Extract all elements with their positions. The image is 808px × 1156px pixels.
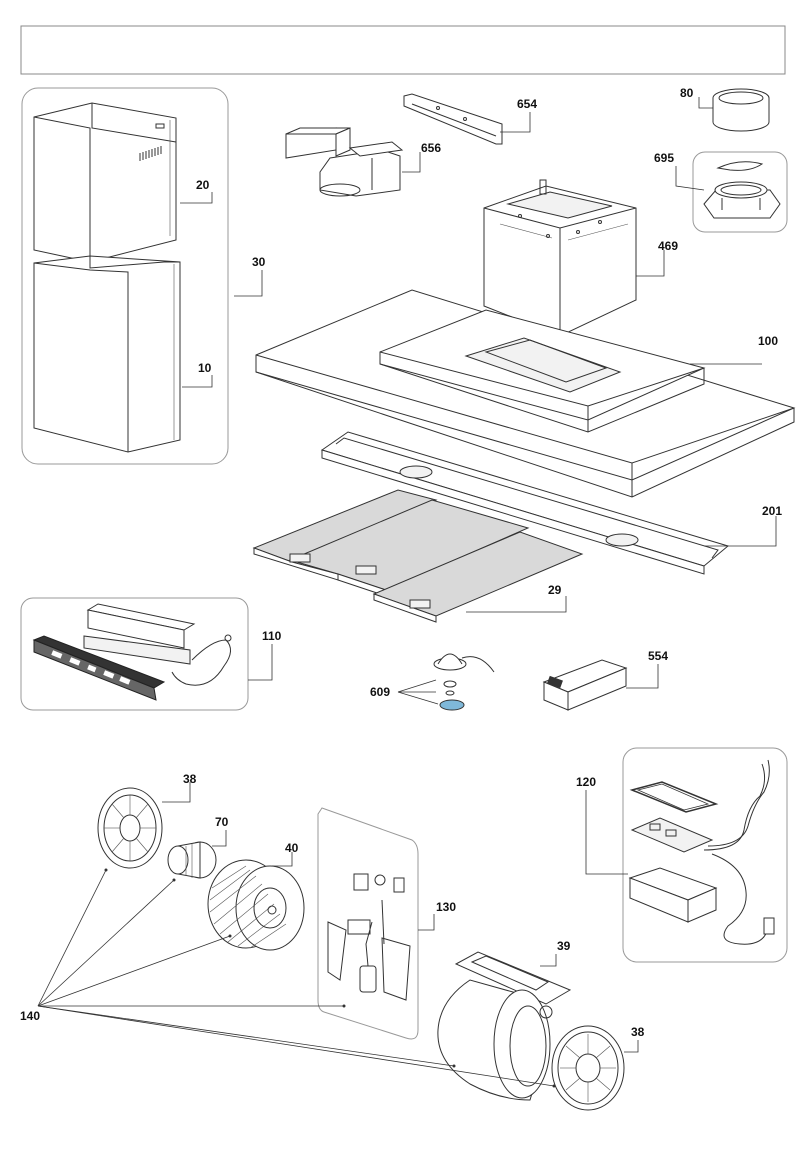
label-609: 609 [370, 685, 390, 699]
capacitor-part[interactable] [327, 873, 411, 1001]
control-panel-part[interactable] [32, 603, 232, 701]
chimney-label-plate [155, 123, 165, 129]
electronics-part[interactable] [628, 759, 775, 945]
label-469: 469 [658, 239, 678, 253]
fan-housing-part[interactable]: 39 [437, 939, 572, 1101]
bracket-part[interactable]: 654 [403, 93, 537, 145]
label-70: 70 [215, 815, 229, 829]
motor-housing-box-part[interactable]: 469 [483, 179, 678, 337]
grease-filters-part[interactable]: 29 [252, 489, 584, 623]
label-130: 130 [436, 900, 456, 914]
air-diverter-part[interactable]: 656 [285, 127, 441, 197]
label-20: 20 [196, 178, 210, 192]
label-39: 39 [557, 939, 571, 953]
rear-cover-spokes [560, 1034, 616, 1102]
label-656: 656 [421, 141, 441, 155]
label-80: 80 [680, 86, 694, 100]
label-38-top: 38 [183, 772, 197, 786]
upper-chimney-part[interactable] [33, 102, 177, 263]
motor-part[interactable]: 70 [167, 815, 229, 879]
label-695: 695 [654, 151, 674, 165]
label-40: 40 [285, 841, 299, 855]
motor-cover-rear-part[interactable]: 38 [551, 1025, 645, 1111]
label-654: 654 [517, 97, 537, 111]
adaptor-group: 695 [654, 151, 788, 233]
label-554: 554 [648, 649, 668, 663]
label-38-bottom: 38 [631, 1025, 645, 1039]
label-140: 140 [20, 1009, 40, 1023]
label-201: 201 [762, 504, 782, 518]
vent-slots [139, 146, 162, 161]
label-100: 100 [758, 334, 778, 348]
hood-body-part[interactable]: 100 [255, 289, 796, 498]
impeller-blades [209, 865, 287, 949]
control-group: 110 [20, 597, 282, 711]
filter-frame-part[interactable]: 201 [320, 431, 782, 575]
adaptor-part[interactable] [703, 161, 781, 219]
capacitor-group: 130 [317, 807, 456, 1040]
electronics-panel [622, 747, 788, 963]
label-110: 110 [262, 629, 282, 643]
impeller-part[interactable]: 40 [207, 841, 305, 951]
chimney-group: 20 10 30 [21, 87, 266, 465]
label-30: 30 [252, 255, 266, 269]
label-29: 29 [548, 583, 562, 597]
electronics-group: 120 [576, 747, 788, 963]
label-120: 120 [576, 775, 596, 789]
label-10: 10 [198, 361, 212, 375]
cover-spokes [104, 795, 156, 861]
outlet-ring-part[interactable]: 80 [680, 86, 770, 132]
transformer-part[interactable]: 554 [542, 649, 668, 711]
screws-leaders: 140 [20, 868, 556, 1088]
header-frame [20, 25, 786, 75]
lower-chimney-part[interactable] [33, 255, 181, 453]
motor-cover-front-part[interactable]: 38 [97, 772, 197, 869]
lamp-part[interactable]: 609 [370, 653, 495, 711]
